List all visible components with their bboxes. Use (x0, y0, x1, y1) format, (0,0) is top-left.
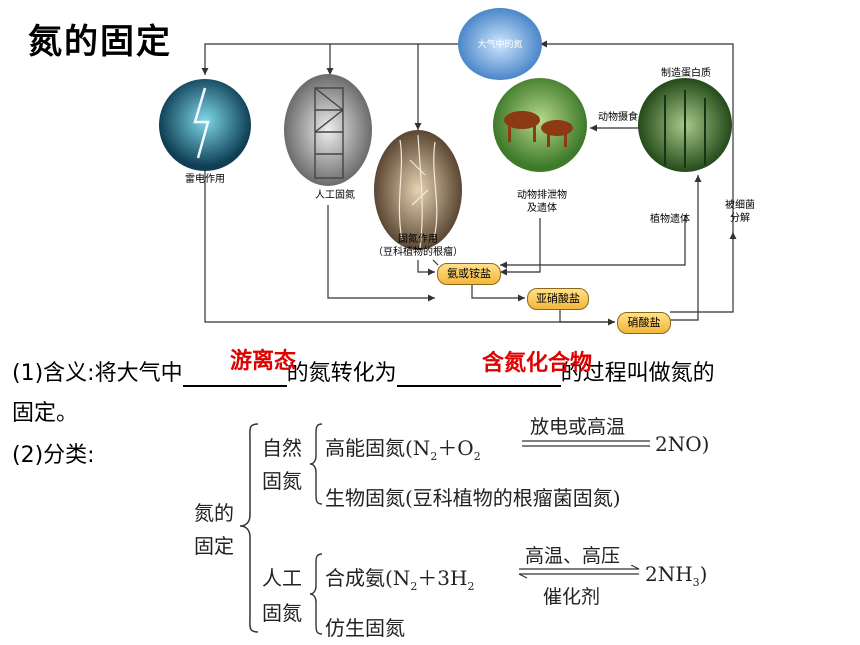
lightning-image (159, 79, 251, 171)
synth-product: 2NH3) (645, 562, 707, 589)
answer-free-state: 游离态 (230, 349, 297, 374)
biological-label: 固氮作用 (398, 232, 438, 245)
protein-label: 制造蛋白质 (661, 66, 711, 79)
root-nodules-image (374, 130, 462, 250)
synth-plus: ＋3H (417, 566, 468, 590)
decomposition-label-1: 被细菌 (725, 198, 755, 211)
reversible-arrow (518, 565, 640, 579)
nitrate-box: 硝酸盐 (617, 312, 671, 334)
subscript: 2 (430, 450, 438, 463)
cycle-arrows (201, 40, 737, 326)
synth-product-text: 2NH (645, 562, 693, 586)
subscript: 3 (692, 576, 700, 589)
classification-label: (2)分类: (12, 443, 95, 468)
animal-waste-label-1: 动物排泄物 (517, 188, 567, 201)
atmosphere-label: 大气中的氮 (477, 38, 522, 50)
industrial-label: 人工固氮 (315, 188, 355, 201)
high-energy-product: 2NO) (655, 432, 710, 456)
equal-arrow-1 (522, 440, 650, 447)
artificial-label-2: 固氮 (262, 601, 302, 625)
subscript: 2 (473, 450, 481, 463)
synthetic-ammonia: 合成氨(N2＋3H2 (325, 562, 474, 593)
ammonia-box: 氨或铵盐 (437, 263, 501, 285)
definition-suffix: 的过程叫做氮的 (560, 361, 715, 386)
lightning-bolt-icon (193, 87, 210, 159)
high-energy-prefix: 高能固氮(N (325, 436, 431, 460)
high-energy-condition: 放电或高温 (530, 416, 626, 438)
nitrite-box: 亚硝酸盐 (527, 288, 589, 310)
synth-prefix: 合成氨(N (325, 566, 411, 590)
biological-fixation: 生物固氮(豆科植物的根瘤菌固氮) (325, 486, 621, 510)
synth-condition-top: 高温、高压 (525, 545, 621, 567)
animal-feeding-label: 动物摄食 (598, 110, 638, 123)
lightning-label: 雷电作用 (185, 172, 225, 185)
artificial-label-1: 人工 (262, 566, 302, 590)
sub-braces (309, 423, 323, 635)
atmosphere-image (458, 8, 542, 80)
high-energy-plus: ＋O (437, 436, 474, 460)
synth-condition-bottom: 催化剂 (543, 586, 601, 608)
root-label-2: 固定 (194, 534, 234, 558)
factory-image (284, 74, 372, 186)
definition-line-1: (1)含义:将大气中 的氮转化为 的过程叫做氮的 (12, 355, 715, 387)
high-energy-fixation: 高能固氮(N2＋O2 (325, 432, 481, 463)
bionic-fixation: 仿生固氮 (325, 616, 405, 640)
definition-line-2: 固定。 (12, 401, 79, 426)
animal-waste-label-2: 及遗体 (527, 201, 557, 214)
page-title: 氮的固定 (28, 22, 172, 62)
natural-label-2: 固氮 (262, 469, 302, 493)
blank-1 (182, 363, 287, 387)
definition-prefix: (1)含义:将大气中 (12, 361, 183, 386)
biological-sub-label: （豆科植物的根瘤） (373, 245, 463, 258)
root-label-1: 氮的 (194, 501, 234, 525)
blank-2 (396, 363, 561, 387)
natural-label-1: 自然 (262, 436, 302, 460)
synth-close: ) (699, 562, 708, 586)
subscript: 2 (410, 580, 418, 593)
classification-braces (239, 423, 259, 633)
definition-middle: 的氮转化为 (286, 361, 397, 386)
answer-nitrogen-compound: 含氮化合物 (482, 351, 593, 376)
cows-image (493, 78, 587, 172)
nitrogen-cycle-diagram: 大气中的氮 雷电作用 人工固氮 固氮作用 （豆科植物的根瘤） 动物排泄物 及遗体… (159, 8, 755, 326)
plant-remains-label: 植物遗体 (650, 212, 690, 225)
subscript: 2 (467, 580, 475, 593)
decomposition-label-2: 分解 (730, 211, 750, 224)
